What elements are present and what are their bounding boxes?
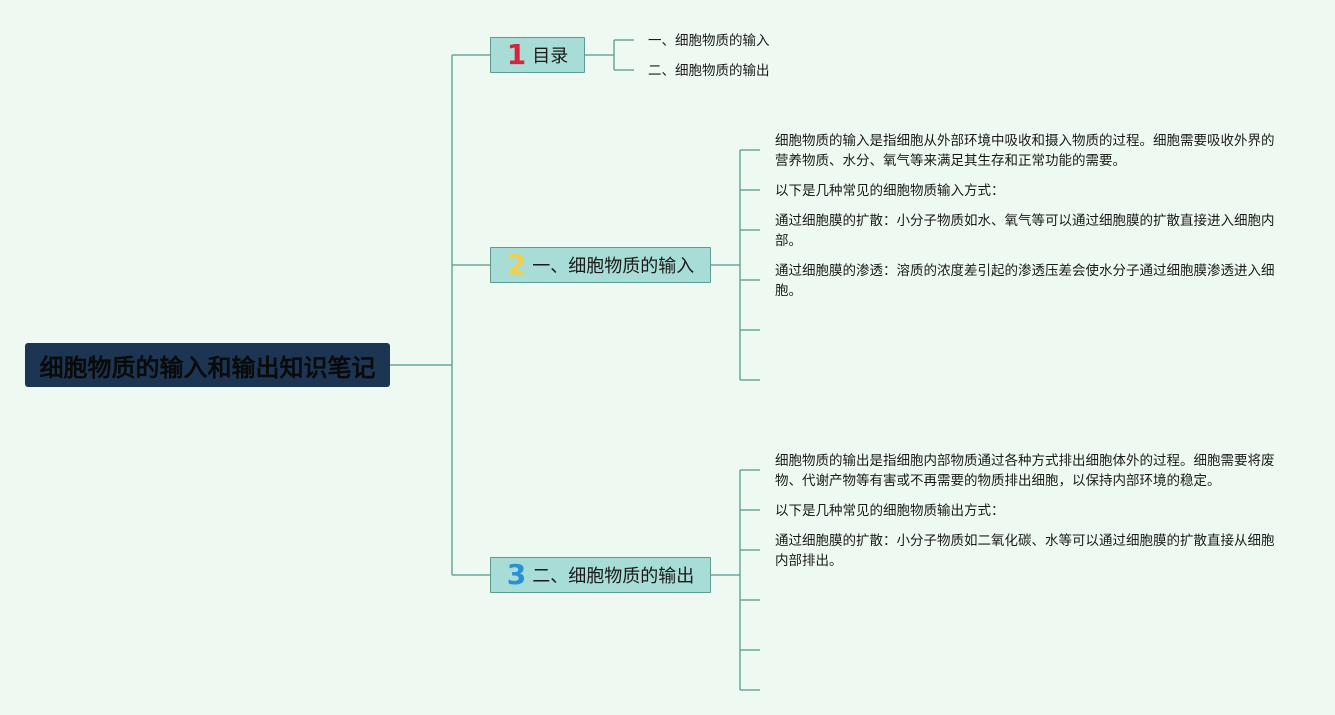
input-note-2[interactable]: 以下是几种常见的细胞物质输入方式：	[775, 183, 1005, 199]
branch-input[interactable]: 2 一、细胞物质的输入	[490, 247, 711, 283]
root-node[interactable]: 细胞物质的输入和输出知识笔记	[25, 343, 390, 387]
input-note-4[interactable]: 通过细胞膜的渗透：溶质的浓度差引起的渗透压差会使水分子通过细胞膜渗透进入细胞。	[775, 263, 1275, 299]
branch-output-label: 二、细胞物质的输出	[532, 566, 695, 587]
output-note-2[interactable]: 以下是几种常见的细胞物质输出方式：	[775, 503, 1005, 519]
input-note-1[interactable]: 细胞物质的输入是指细胞从外部环境中吸收和摄入物质的过程。细胞需要吸收外界的营养物…	[775, 133, 1275, 169]
branch-toc[interactable]: 1 目录	[490, 37, 585, 73]
branch-output[interactable]: 3 二、细胞物质的输出	[490, 557, 711, 593]
output-note-1[interactable]: 细胞物质的输出是指细胞内部物质通过各种方式排出细胞体外的过程。细胞需要将废物、代…	[775, 453, 1275, 489]
number-badge-1: 1	[506, 38, 527, 71]
root-title: 细胞物质的输入和输出知识笔记	[39, 353, 376, 382]
number-badge-2: 2	[506, 248, 527, 281]
input-note-3[interactable]: 通过细胞膜的扩散：小分子物质如水、氧气等可以通过细胞膜的扩散直接进入细胞内部。	[775, 213, 1275, 249]
branch-toc-label: 目录	[532, 46, 569, 67]
number-badge-3: 3	[506, 558, 527, 591]
output-note-3[interactable]: 通过细胞膜的扩散：小分子物质如二氧化碳、水等可以通过细胞膜的扩散直接从细胞内部排…	[775, 533, 1275, 569]
toc-item-1[interactable]: 一、细胞物质的输入	[648, 33, 770, 49]
branch-input-label: 一、细胞物质的输入	[532, 256, 695, 277]
toc-item-2[interactable]: 二、细胞物质的输出	[648, 63, 770, 79]
